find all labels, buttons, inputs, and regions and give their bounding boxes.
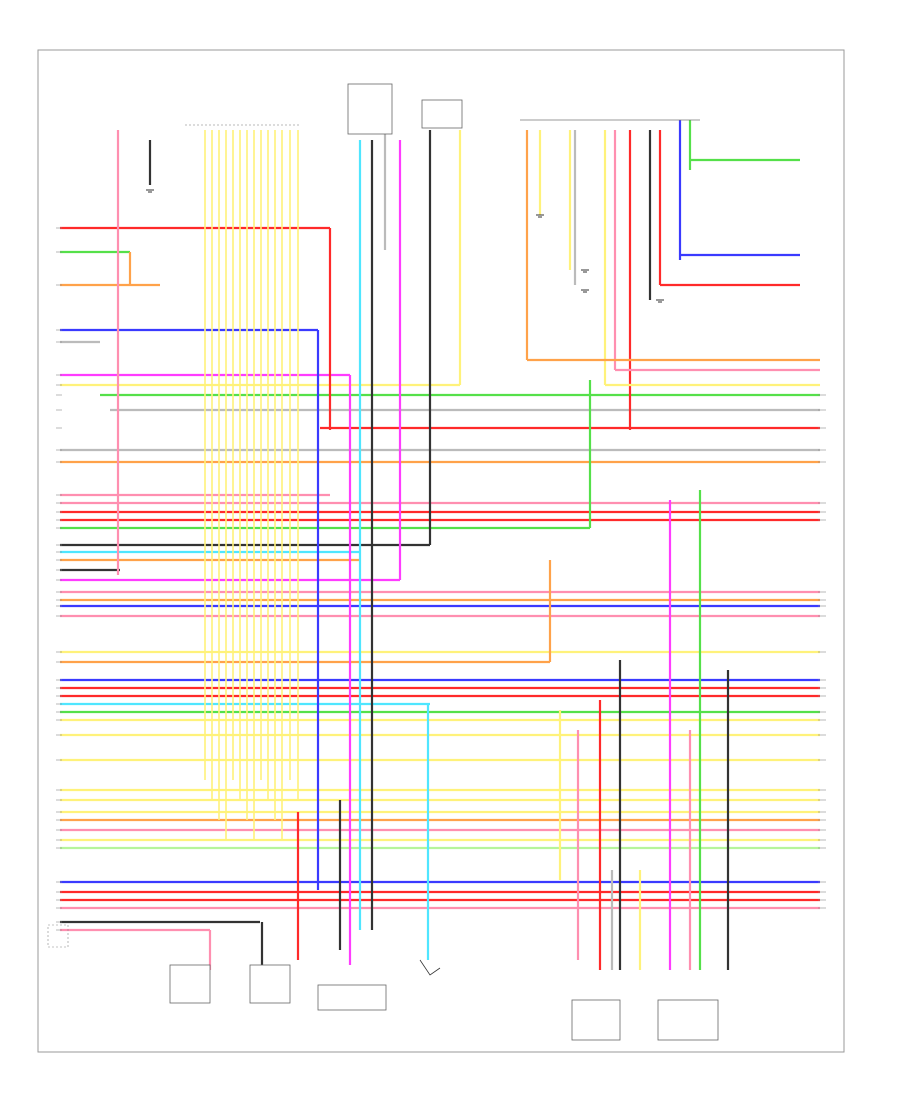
component-box-bottom-3 [317,984,387,1011]
component-box-bottom-5 [571,999,621,1041]
component-box-bottom-2 [249,964,291,1004]
component-box-top-center [347,83,393,135]
diagram-border [37,49,845,1053]
component-box-top-right [421,99,463,129]
component-box-bottom-6 [657,999,719,1041]
switch-icon [419,959,441,976]
connector-bottom-left [47,924,69,948]
component-box-bottom-1 [169,964,211,1004]
